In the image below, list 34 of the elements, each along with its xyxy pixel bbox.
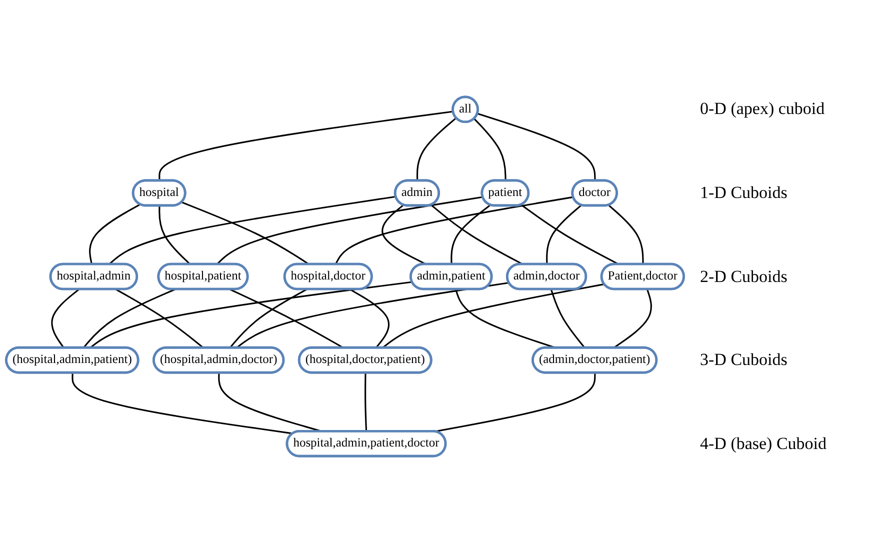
connector — [229, 288, 307, 348]
level-label: 3-D Cuboids — [700, 351, 788, 368]
connector — [450, 204, 491, 264]
level-label: 0-D (apex) cuboid — [700, 100, 825, 118]
connector — [116, 288, 204, 349]
connector — [181, 202, 310, 266]
level-label: 1-D Cuboids — [700, 184, 788, 201]
connector — [89, 281, 412, 349]
level-label: 4-D (base) Cuboid — [700, 434, 827, 452]
connector — [430, 204, 524, 266]
connector — [474, 118, 506, 181]
connector — [550, 289, 586, 348]
connector — [382, 283, 604, 349]
connector — [51, 288, 80, 348]
connector — [89, 204, 140, 265]
connector — [158, 110, 454, 181]
connector — [230, 288, 344, 349]
connector — [608, 204, 644, 264]
connector — [158, 206, 191, 265]
connector — [546, 204, 582, 264]
connector — [520, 204, 620, 266]
connector — [613, 289, 652, 349]
connector — [108, 196, 396, 265]
connector — [364, 372, 368, 432]
connector — [382, 204, 427, 266]
connector — [72, 372, 294, 434]
connector — [477, 112, 596, 181]
connector — [82, 288, 176, 348]
level-label: 2-D Cuboids — [700, 268, 788, 284]
connector — [236, 282, 510, 349]
connector — [416, 117, 457, 181]
connector — [334, 196, 574, 265]
connector — [216, 196, 483, 265]
connector — [350, 288, 390, 348]
